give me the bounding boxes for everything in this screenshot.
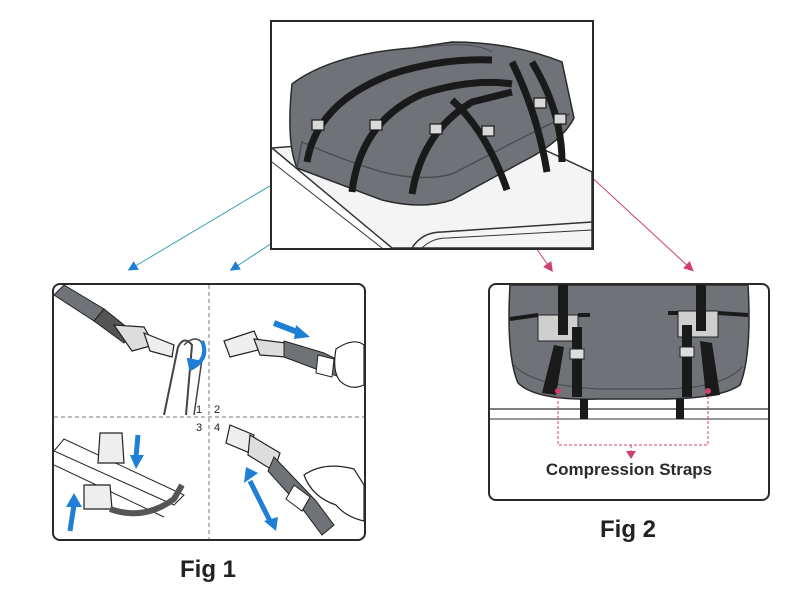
left-compression-strap — [509, 285, 590, 419]
push-down-arrow — [133, 434, 141, 458]
roof-bag-overview-panel — [270, 20, 594, 250]
fig2-panel: Compression Straps — [488, 283, 770, 501]
bag-straps — [303, 56, 566, 195]
bag-buckles — [311, 97, 567, 137]
hand-icon — [334, 341, 364, 388]
quadrant-number-3: 3 — [196, 422, 202, 434]
hand-icon-2 — [303, 465, 364, 522]
quadrant-4-illustration — [225, 424, 364, 536]
compression-straps-label: Compression Straps — [545, 460, 713, 479]
fig1-illustration: 1 2 3 4 — [54, 285, 364, 539]
quadrant-number-2: 2 — [214, 404, 220, 416]
fig2-caption: Fig 2 — [600, 516, 657, 543]
quadrant-number-4: 4 — [214, 422, 220, 434]
quadrant-1-illustration — [54, 285, 205, 416]
fig2-illustration — [490, 285, 768, 459]
quadrant-2-illustration — [223, 330, 364, 388]
right-compression-strap — [668, 285, 749, 419]
quadrant-number-1: 1 — [196, 404, 202, 416]
quadrant-3-illustration — [54, 432, 185, 518]
fig1-panel: 1 2 3 4 — [52, 283, 366, 541]
push-up-arrow — [67, 504, 77, 532]
adjust-arrow — [247, 479, 273, 523]
roof-bag-illustration — [272, 41, 592, 248]
fig1-caption: Fig 1 — [180, 556, 237, 583]
